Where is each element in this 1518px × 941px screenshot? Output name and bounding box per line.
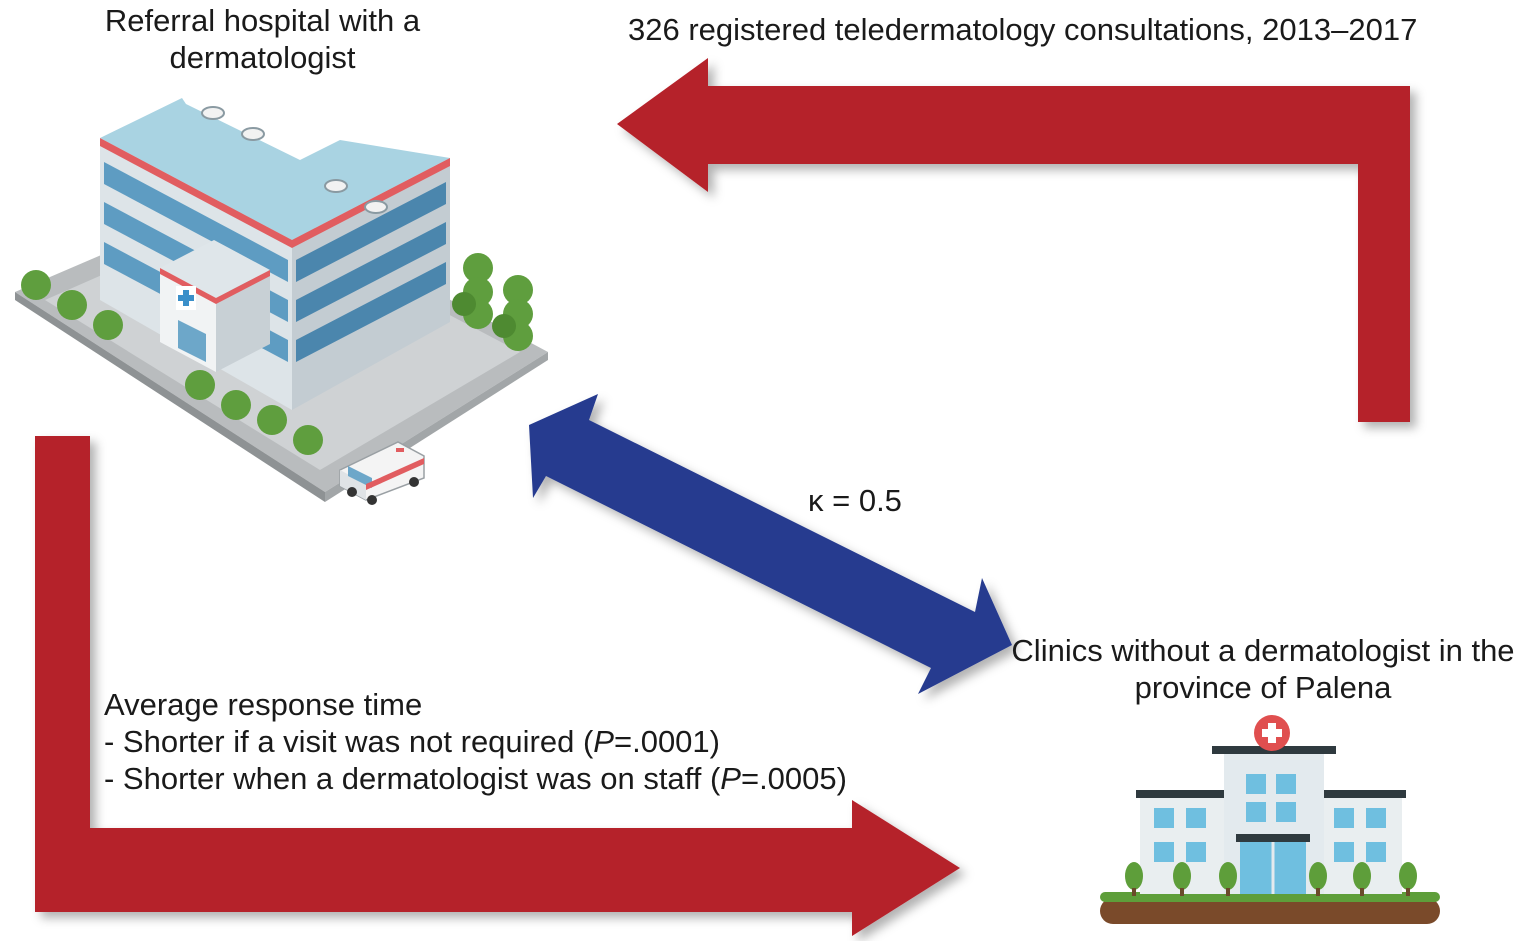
- response-line-visit: - Shorter if a visit was not required (P…: [104, 724, 720, 759]
- clinic-building-icon: [1100, 746, 1440, 924]
- response-flow-arrow: [35, 436, 960, 936]
- agreement-double-arrow: [529, 394, 1012, 694]
- hospital-building-icon: [15, 98, 548, 502]
- consultations-label: 326 registered teledermatology consultat…: [628, 12, 1418, 47]
- kappa-label: κ = 0.5: [808, 483, 902, 518]
- consultation-flow-arrow: [617, 58, 1410, 422]
- clinics-label: Clinics without a dermatologist in the p…: [1011, 633, 1515, 705]
- tree-trunks: [1132, 888, 1410, 896]
- response-line-staff: - Shorter when a dermatologist was on st…: [104, 761, 847, 796]
- hospital-label: Referral hospital with a dermatologist: [104, 3, 421, 75]
- response-heading: Average response time: [104, 687, 423, 722]
- tree-icon: [1125, 862, 1417, 890]
- response-time-block: Average response time - Shorter if a vis…: [104, 686, 847, 797]
- tree-icon: [21, 253, 533, 455]
- medical-cross-icon: [1254, 715, 1290, 751]
- ambulance-icon: [339, 441, 425, 505]
